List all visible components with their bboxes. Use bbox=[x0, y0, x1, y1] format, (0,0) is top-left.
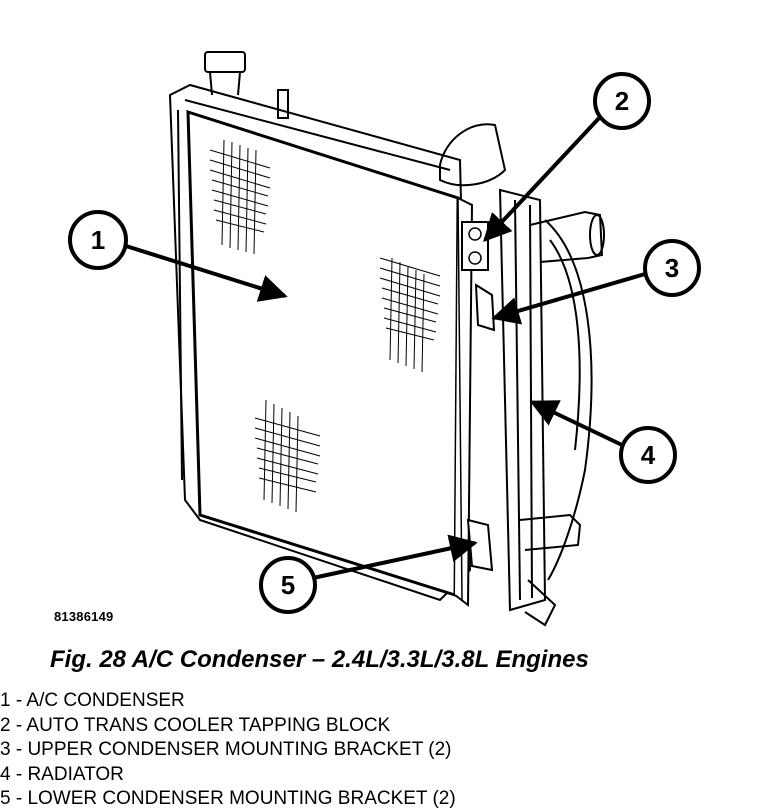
callout-1: 1 bbox=[68, 210, 288, 302]
legend-list: 1 - A/C CONDENSER 2 - AUTO TRANS COOLER … bbox=[0, 689, 456, 812]
figure-caption: Fig. 28 A/C Condenser – 2.4L/3.3L/3.8L E… bbox=[50, 646, 589, 673]
callout-3: 3 bbox=[491, 239, 701, 325]
callout-2: 2 bbox=[483, 72, 651, 243]
condenser-illustration: 1 2 3 4 5 bbox=[68, 51, 701, 627]
callout-number: 2 bbox=[615, 86, 629, 116]
condenser-drawing bbox=[186, 109, 496, 608]
callout-number: 4 bbox=[641, 440, 656, 470]
legend-item: 5 - LOWER CONDENSER MOUNTING BRACKET (2) bbox=[0, 788, 456, 809]
image-id-label: 81386149 bbox=[54, 609, 114, 624]
callout-number: 3 bbox=[665, 253, 679, 283]
callout-number: 5 bbox=[281, 570, 295, 600]
legend-item: 3 - UPPER CONDENSER MOUNTING BRACKET (2) bbox=[0, 739, 452, 760]
legend-item: 4 - RADIATOR bbox=[0, 763, 124, 785]
callout-5: 5 bbox=[259, 534, 478, 614]
legend-item: 1 - A/C CONDENSER bbox=[0, 690, 185, 711]
callout-number: 1 bbox=[91, 225, 105, 255]
callout-4: 4 bbox=[529, 400, 677, 484]
legend-item: 2 - AUTO TRANS COOLER TAPPING BLOCK bbox=[0, 714, 391, 736]
